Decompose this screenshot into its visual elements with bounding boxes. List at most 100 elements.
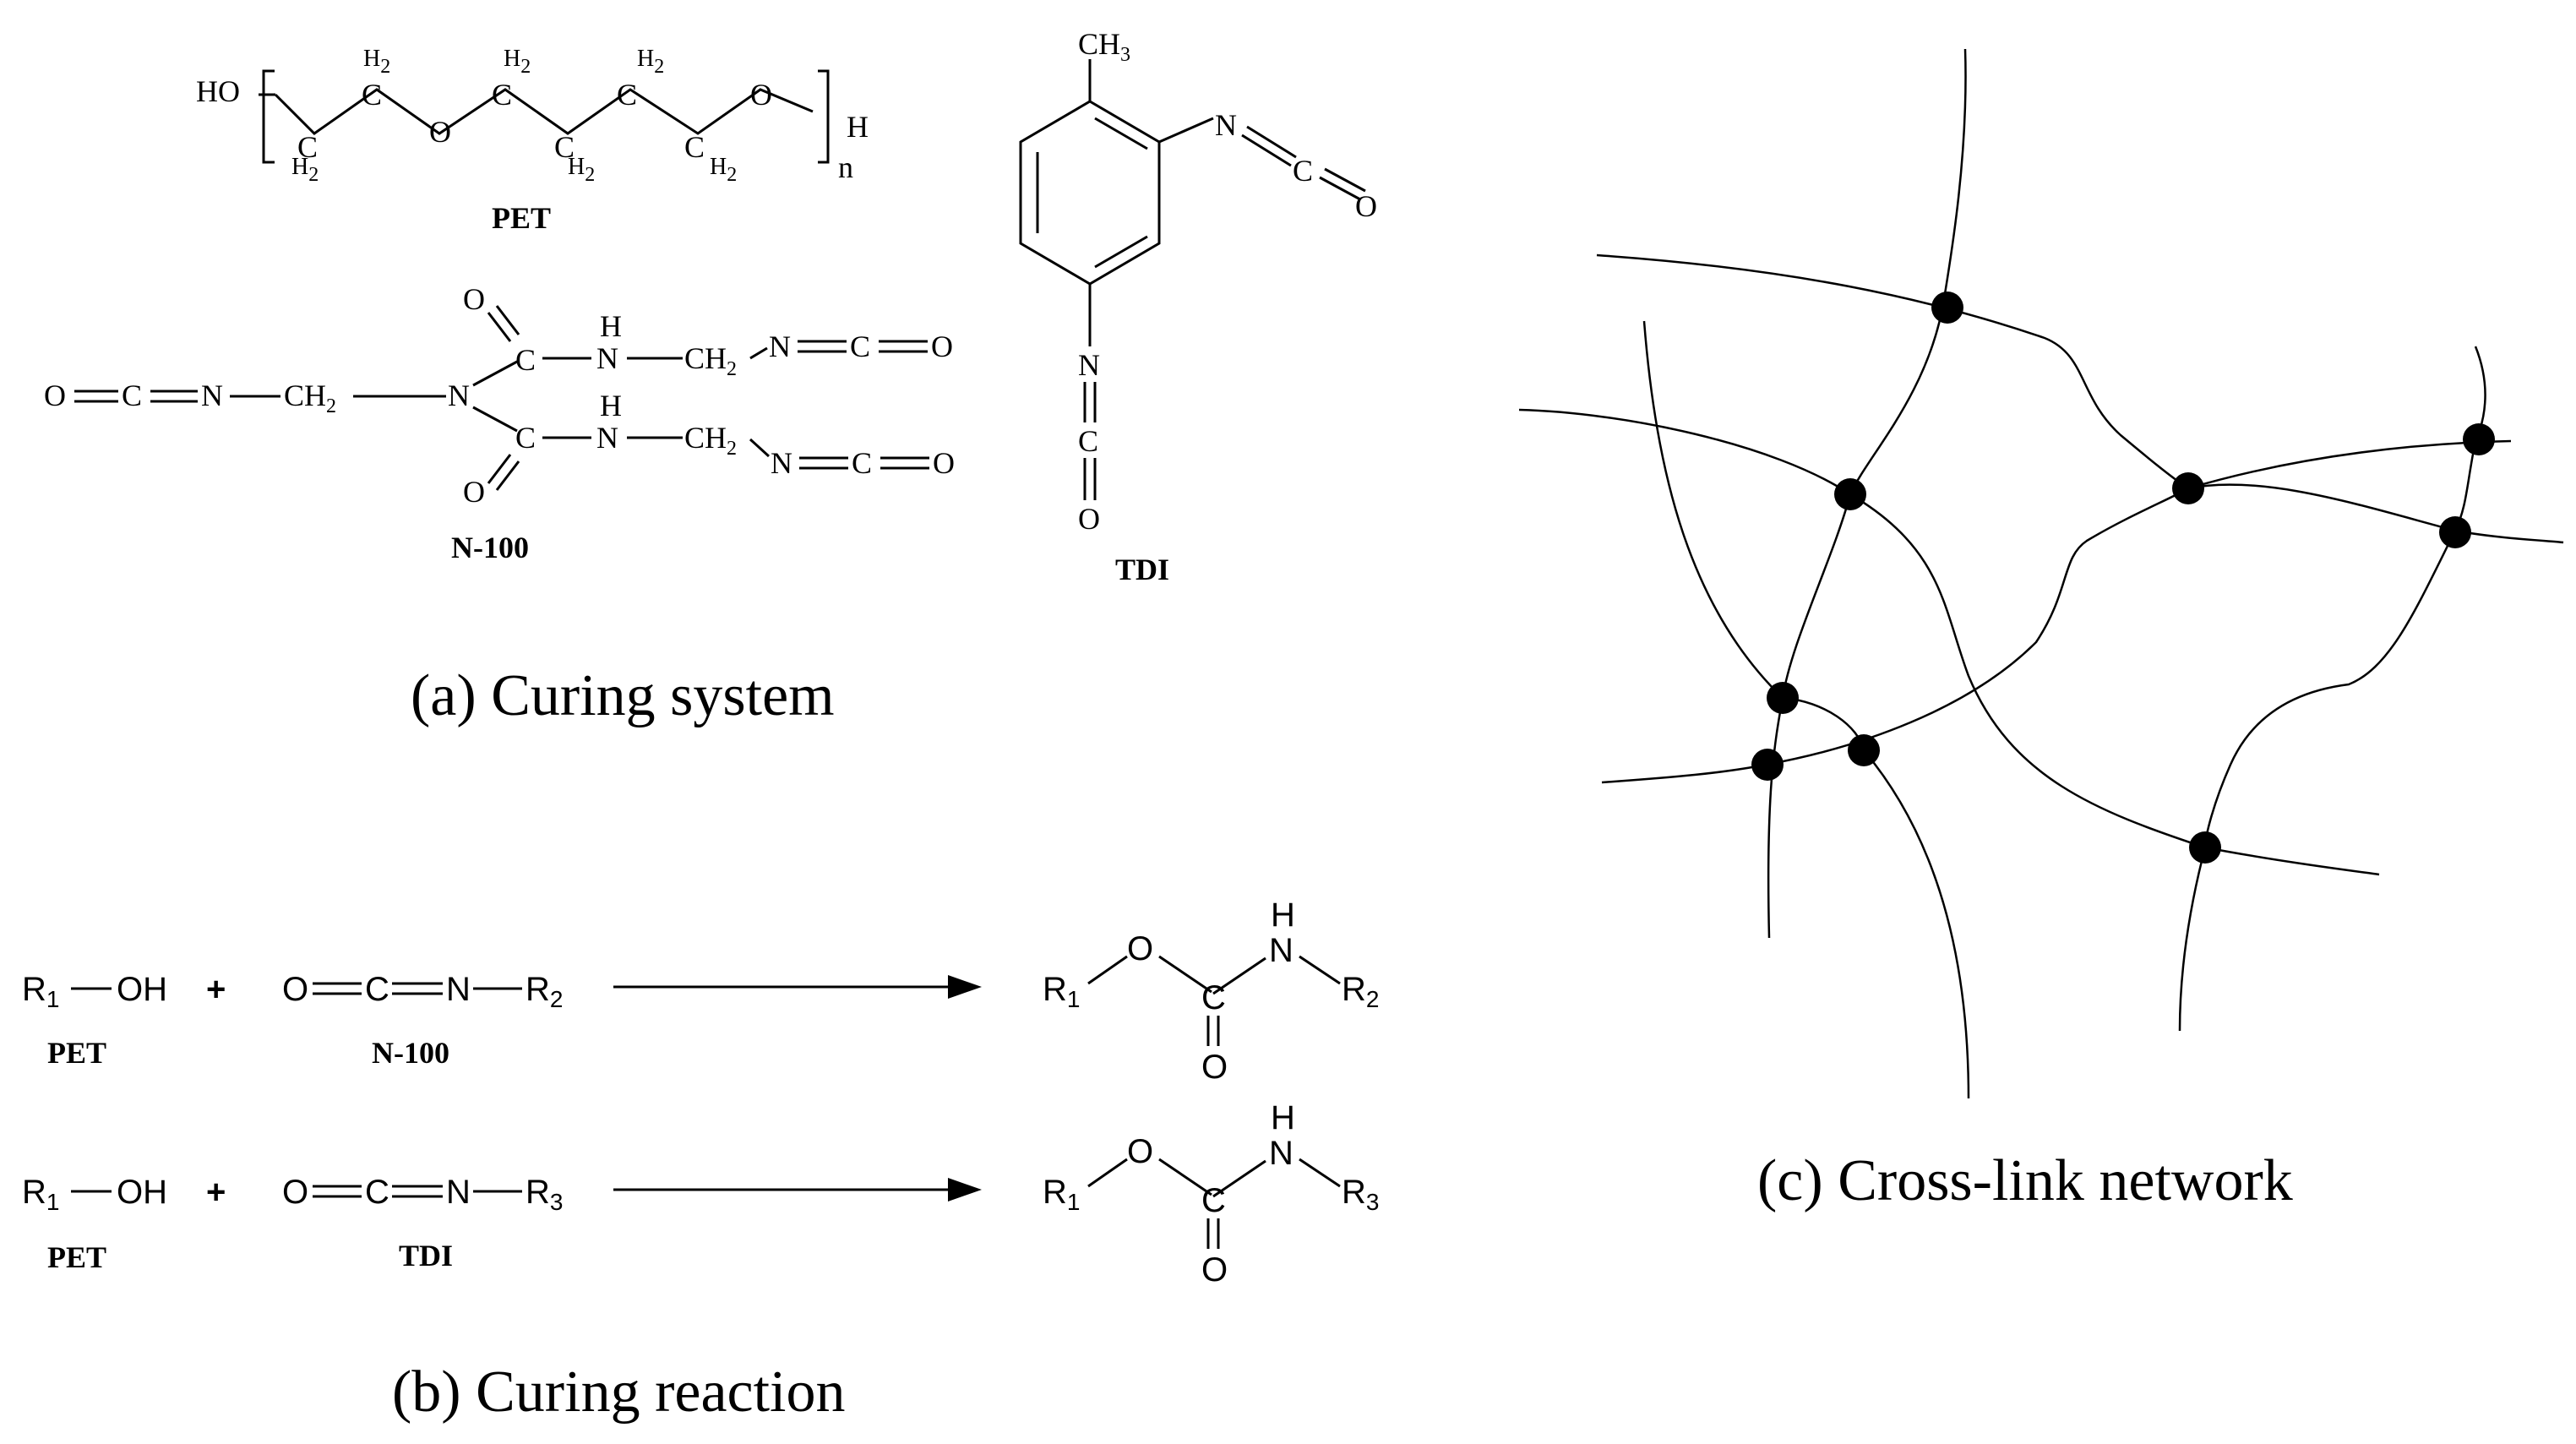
tdi-label: TDI bbox=[1115, 553, 1169, 586]
network-strand bbox=[1601, 487, 2189, 784]
tdi-upper-o: O bbox=[1355, 189, 1377, 223]
pet-h2-6: H2 bbox=[710, 154, 737, 186]
n100-lower-c2: C bbox=[852, 446, 872, 480]
n100-left-ch2: CH2 bbox=[284, 379, 336, 417]
crosslink-point bbox=[2172, 472, 2204, 504]
network-strand bbox=[1596, 253, 2189, 490]
pet-right-bracket bbox=[818, 69, 830, 164]
pet-h2-4: H2 bbox=[568, 154, 595, 186]
reaction-2-product-r1: R1 bbox=[1043, 1174, 1080, 1215]
tdi-lower-o: O bbox=[1078, 502, 1100, 536]
crosslink-point bbox=[2439, 516, 2471, 548]
reaction-1-product-r2: R2 bbox=[1342, 971, 1379, 1012]
n100-center-n: N bbox=[448, 379, 470, 412]
pet-left-bracket bbox=[262, 69, 275, 164]
reaction-2-r3: R3 bbox=[526, 1174, 563, 1215]
caption-a: (a) Curing system bbox=[411, 663, 835, 728]
crosslink-point bbox=[1751, 749, 1784, 781]
reaction-2-product-c: C bbox=[1201, 1182, 1226, 1219]
n100-upper-c2: C bbox=[850, 330, 870, 363]
reaction-1-plus: + bbox=[206, 971, 226, 1008]
n100-lower-nh-h: H bbox=[600, 389, 622, 422]
reaction-1: R1 OH PET + O C N R2 N-100 R1 O N H R2 C… bbox=[22, 896, 1379, 1086]
n100-upper-o2: O bbox=[931, 330, 953, 363]
reaction-2-c: C bbox=[365, 1174, 389, 1211]
reaction-2-product-h: H bbox=[1271, 1099, 1295, 1136]
caption-c: (c) Cross-link network bbox=[1757, 1148, 2293, 1213]
network-strand bbox=[1518, 408, 2380, 876]
pet-c4: C bbox=[554, 130, 575, 164]
n100-label: N-100 bbox=[451, 531, 529, 564]
reaction-1-r2: R2 bbox=[526, 971, 563, 1012]
crosslink-point bbox=[1834, 478, 1866, 510]
reaction-2: R1 OH PET + O C N R3 TDI R1 O N H R3 C O bbox=[22, 1099, 1379, 1289]
pet-label: PET bbox=[492, 201, 551, 235]
reaction-2-product-o: O bbox=[1127, 1133, 1153, 1170]
crosslink-points bbox=[1751, 292, 2495, 864]
network-strand bbox=[2178, 346, 2486, 1032]
reaction-1-product-r1: R1 bbox=[1043, 971, 1080, 1012]
network-strand bbox=[1782, 696, 1970, 1099]
reaction-1-product-n: N bbox=[1269, 932, 1293, 969]
n100-lower-o2: O bbox=[933, 446, 955, 480]
n100-lower-n: N bbox=[771, 446, 792, 480]
n100-left-c: C bbox=[122, 379, 142, 412]
reaction-1-product-c: C bbox=[1201, 979, 1226, 1016]
tdi-benzene-ring bbox=[1019, 100, 1161, 286]
reaction-1-product-h: H bbox=[1271, 896, 1295, 934]
pet-structure: HO C C O C C C C O H2 H2 H2 H2 H2 H2 H n… bbox=[196, 46, 869, 235]
crosslink-point bbox=[1767, 682, 1799, 714]
n100-structure: O C N CH2 N C O N H CH2 N C O C O N H CH… bbox=[44, 282, 955, 564]
tdi-upper-c: C bbox=[1293, 154, 1313, 188]
pet-h2-3: H2 bbox=[504, 46, 531, 78]
reaction-2-n: N bbox=[446, 1174, 471, 1211]
n100-left-n: N bbox=[201, 379, 223, 412]
reaction-2-product-carbonyl-o: O bbox=[1201, 1251, 1228, 1289]
crosslink-point bbox=[2463, 423, 2495, 455]
tdi-lower-c: C bbox=[1078, 424, 1098, 458]
pet-c6: C bbox=[684, 130, 705, 164]
reaction-2-plus: + bbox=[206, 1174, 226, 1211]
n100-upper-ch2: CH2 bbox=[684, 341, 737, 380]
n100-upper-c: C bbox=[515, 343, 536, 377]
network-strand bbox=[2187, 439, 2512, 490]
reaction-1-alcohol-label: PET bbox=[47, 1036, 106, 1070]
pet-h2-1: H2 bbox=[291, 154, 319, 186]
pet-h2-2: H2 bbox=[363, 46, 390, 78]
pet-c5: C bbox=[617, 78, 637, 112]
reaction-2-isocyanate-label: TDI bbox=[399, 1239, 453, 1272]
tdi-lower-n: N bbox=[1078, 348, 1100, 382]
n100-left-o: O bbox=[44, 379, 66, 412]
crosslink-point bbox=[1848, 734, 1880, 766]
n100-upper-nh-n: N bbox=[596, 341, 618, 375]
network-strand bbox=[1849, 48, 1967, 495]
n100-upper-o: O bbox=[463, 282, 485, 316]
reaction-1-product-carbonyl-o: O bbox=[1201, 1049, 1228, 1086]
reaction-2-product-r3: R3 bbox=[1342, 1174, 1379, 1215]
tdi-upper-n: N bbox=[1215, 108, 1237, 142]
n100-upper-n: N bbox=[769, 330, 791, 363]
n100-lower-c: C bbox=[515, 421, 536, 455]
reaction-2-r1: R1 bbox=[22, 1174, 59, 1215]
pet-c1: C bbox=[297, 130, 318, 164]
reaction-1-o: O bbox=[282, 971, 308, 1008]
tdi-structure: CH3 N C O N C O TDI bbox=[1019, 27, 1377, 586]
pet-o2: O bbox=[750, 78, 772, 112]
crosslink-point bbox=[2189, 831, 2221, 864]
crosslink-network bbox=[1518, 48, 2564, 1099]
network-strand bbox=[2187, 483, 2564, 544]
reaction-1-isocyanate-label: N-100 bbox=[372, 1036, 449, 1070]
crosslink-point bbox=[1931, 292, 1963, 324]
reaction-2-product-n: N bbox=[1269, 1135, 1293, 1172]
caption-b: (b) Curing reaction bbox=[392, 1360, 845, 1425]
network-strand bbox=[1642, 320, 1784, 699]
pet-backbone bbox=[274, 88, 814, 135]
reaction-1-c: C bbox=[365, 971, 389, 1008]
n100-lower-ch2: CH2 bbox=[684, 421, 737, 460]
reaction-1-r1: R1 bbox=[22, 971, 59, 1012]
reaction-2-o: O bbox=[282, 1174, 308, 1211]
reaction-1-n: N bbox=[446, 971, 471, 1008]
n100-lower-o: O bbox=[463, 475, 485, 509]
pet-ho-label: HO bbox=[196, 74, 240, 108]
